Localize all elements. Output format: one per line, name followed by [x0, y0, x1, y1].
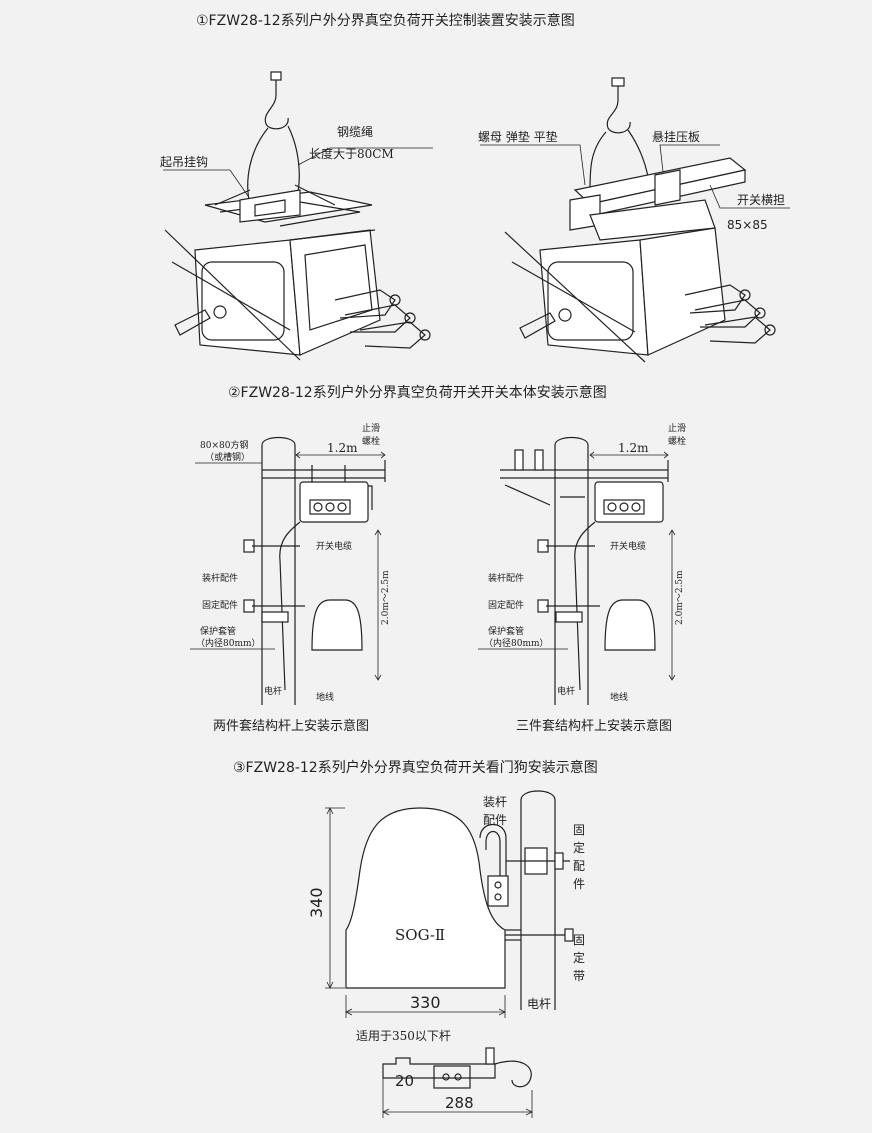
label-nut-washers: 螺母 弹垫 平垫	[478, 129, 558, 144]
s3-pole-label: 电杆	[527, 997, 551, 1011]
dim-340: 340	[307, 887, 326, 918]
section2-left-diagram	[243, 436, 386, 705]
guard-dog-model: SOG-Ⅱ	[395, 926, 445, 944]
label-cross-arm-size: 85×85	[727, 218, 768, 232]
left-dim-1-2m: 1.2m	[327, 441, 358, 455]
left-ground-label: 地线	[316, 691, 334, 703]
s3-pole-part-2: 配件	[483, 813, 507, 827]
right-pole-label: 电杆	[557, 685, 575, 697]
right-ground-label: 地线	[610, 691, 628, 703]
right-sleeve-2: （内径80mm）	[484, 637, 549, 649]
section1-right-device	[504, 77, 776, 363]
left-stop-bolt-2: 螺栓	[362, 435, 380, 447]
s3-fix-part-1: 固	[573, 823, 585, 837]
right-stop-bolt-1: 止滑	[668, 422, 686, 434]
section3-title: ③FZW28-12系列户外分界真空负荷开关看门狗安装示意图	[233, 759, 598, 776]
left-sleeve-1: 保护套管	[200, 625, 236, 637]
right-sleeve-1: 保护套管	[488, 625, 524, 637]
label-lifting-hook: 起吊挂钩	[160, 155, 208, 169]
s3-fix-band-1: 固	[573, 933, 585, 947]
label-rope-length: 长度大于80CM	[309, 146, 394, 161]
right-caption: 三件套结构杆上安装示意图	[516, 718, 672, 734]
section3-guard-dog	[345, 790, 574, 1010]
label-cross-arm: 开关横担	[737, 193, 785, 207]
left-cable-label: 开关电缆	[316, 540, 352, 552]
right-cable-label: 开关电缆	[610, 540, 646, 552]
left-steel-1: 80×80方钢	[200, 439, 248, 451]
s3-fix-band-3: 带	[573, 969, 585, 983]
left-caption: 两件套结构杆上安装示意图	[213, 718, 369, 734]
section1-left-device	[164, 71, 431, 361]
left-stop-bolt-1: 止滑	[362, 422, 380, 434]
s3-fix-band-2: 定	[573, 950, 585, 965]
label-hanging-plate: 悬挂压板	[652, 130, 700, 144]
right-height-label: 2.0m～2.5m	[675, 570, 685, 625]
left-pole-label: 电杆	[264, 685, 282, 697]
dim-288: 288	[445, 1094, 474, 1112]
section1-title: ①FZW28-12系列户外分界真空负荷开关控制装置安装示意图	[196, 12, 575, 29]
left-fix-part: 固定配件	[202, 599, 238, 611]
s3-fix-part-4: 件	[573, 877, 585, 891]
s3-fix-part-2: 定	[573, 840, 585, 855]
right-pole-part: 装杆配件	[488, 572, 524, 584]
dim-330: 330	[410, 993, 441, 1012]
label-steel-rope: 钢缆绳	[337, 125, 373, 139]
s3-pole-part-1: 装杆	[483, 795, 507, 809]
left-height-label: 2.0m～2.5m	[381, 570, 391, 625]
s3-fix-part-3: 配	[573, 859, 585, 873]
right-dim-1-2m: 1.2m	[618, 441, 649, 455]
right-stop-bolt-2: 螺栓	[668, 435, 686, 447]
dim-20: 20	[395, 1072, 414, 1090]
left-steel-2: （或槽钢）	[205, 451, 250, 463]
section2-right-diagram	[500, 436, 676, 705]
section2-title: ②FZW28-12系列户外分界真空负荷开关开关本体安装示意图	[228, 384, 607, 401]
s3-note: 适用于350以下杆	[356, 1029, 451, 1043]
left-pole-part: 装杆配件	[202, 572, 238, 584]
left-sleeve-2: （内径80mm）	[196, 637, 261, 649]
section3-bracket	[382, 1047, 533, 1118]
right-fix-part: 固定配件	[488, 599, 524, 611]
